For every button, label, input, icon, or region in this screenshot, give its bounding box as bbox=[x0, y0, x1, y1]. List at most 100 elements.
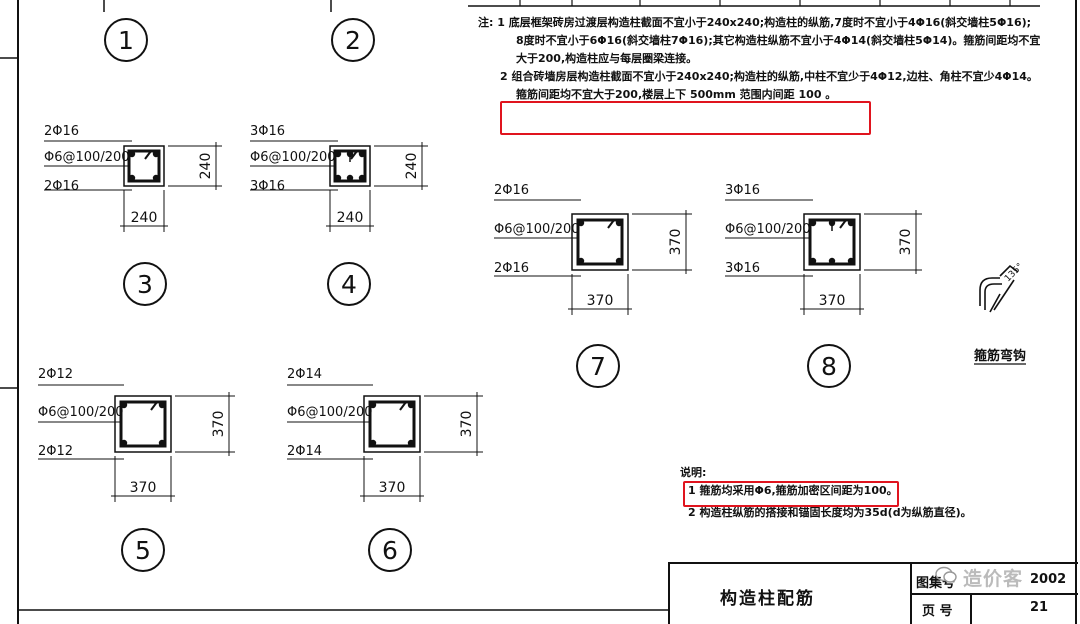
rebar-dot bbox=[407, 401, 415, 409]
stirrup-label: Φ6@100/200 bbox=[725, 222, 811, 237]
column-outline bbox=[571, 213, 629, 271]
detail-number: 5 bbox=[135, 536, 151, 565]
rebar-dot bbox=[615, 219, 623, 227]
watermark-text: 造价客 bbox=[963, 568, 1024, 590]
rebar-dot bbox=[577, 257, 585, 265]
rebar-dot bbox=[358, 150, 366, 158]
bottom-bars-label: 2Φ16 bbox=[44, 179, 79, 194]
width-dimension: 240 bbox=[131, 210, 158, 226]
bottom-bars-label: 2Φ16 bbox=[494, 261, 529, 276]
detail-number-circle bbox=[331, 18, 375, 62]
top-bars-label: 2Φ16 bbox=[494, 183, 529, 198]
stirrup-label: Φ6@100/200 bbox=[287, 405, 373, 420]
note-line: 大于200,构造柱应与每层圈梁连接。 bbox=[516, 52, 698, 65]
title-block: 构造柱配筋 图集号 2002 页 号 21 bbox=[668, 562, 1078, 624]
rebar-dot bbox=[158, 439, 166, 447]
note-line: 2 构造柱纵筋的搭接和锚固长度均为35d(d为纵筋直径)。 bbox=[688, 506, 972, 519]
note-line: 2 组合砖墙房层构造柱截面不宜小于240x240;构造柱的纵筋,中柱不宜少于4Φ… bbox=[500, 70, 1038, 83]
note-line: 箍筋间距均不宜大于200,楼层上下 500mm 范围内间距 100 。 bbox=[516, 88, 837, 101]
detail-number: 8 bbox=[821, 352, 837, 381]
title-block-divider bbox=[910, 593, 1078, 595]
stirrup bbox=[119, 400, 167, 448]
highlight-box-note-2 bbox=[500, 101, 871, 135]
drawing-title: 构造柱配筋 bbox=[720, 589, 815, 609]
rebar-dot bbox=[809, 257, 817, 265]
detail-number: 1 bbox=[118, 26, 134, 55]
stirrup-label: Φ6@100/200 bbox=[44, 150, 130, 165]
width-dimension: 240 bbox=[337, 210, 364, 226]
rebar-dot bbox=[369, 401, 377, 409]
bottom-bars-label: 2Φ14 bbox=[287, 444, 322, 459]
rebar-dot bbox=[128, 150, 136, 158]
notes-bottom: 说明: 1 箍筋均采用Φ6,箍筋加密区间距为100。 2 构造柱纵筋的搭接和锚固… bbox=[680, 464, 972, 522]
detail-number: 4 bbox=[341, 270, 357, 299]
width-dimension: 370 bbox=[130, 480, 157, 496]
column-outline bbox=[363, 395, 421, 453]
top-bars-label: 2Φ12 bbox=[38, 367, 73, 382]
width-dimension: 370 bbox=[379, 480, 406, 496]
page-label: 页 号 bbox=[922, 604, 953, 619]
chat-bubble-icon bbox=[935, 566, 957, 583]
top-table-cell-lines bbox=[519, 0, 1011, 6]
width-dimension: 370 bbox=[587, 293, 614, 309]
watermark: 造价客 bbox=[935, 562, 1075, 590]
note-line: 1 箍筋均采用Φ6,箍筋加密区间距为100。 bbox=[688, 484, 898, 497]
detail-number: 7 bbox=[590, 352, 606, 381]
detail-number-circle bbox=[104, 18, 148, 62]
note-line: 8度时不宜小于6Φ16(斜交墙柱7Φ16);其它构造柱纵筋不宜小于4Φ14(斜交… bbox=[516, 34, 1041, 47]
bottom-bars-label: 3Φ16 bbox=[250, 179, 285, 194]
notes-bottom-heading: 说明: bbox=[680, 466, 707, 479]
detail-number: 6 bbox=[382, 536, 398, 565]
stirrup-hook bbox=[144, 150, 152, 160]
rebar-dot bbox=[369, 439, 377, 447]
detail-number-circle bbox=[327, 262, 371, 306]
height-dimension: 370 bbox=[668, 229, 684, 256]
detail-number: 2 bbox=[345, 26, 361, 55]
hook-sketch bbox=[979, 264, 1019, 313]
rebar-dot bbox=[128, 174, 136, 182]
height-dimension: 370 bbox=[211, 411, 227, 438]
top-bars-label: 2Φ14 bbox=[287, 367, 322, 382]
stirrup-label: Φ6@100/200 bbox=[494, 222, 580, 237]
height-dimension: 370 bbox=[898, 229, 914, 256]
rebar-dot bbox=[847, 257, 855, 265]
stirrup-label: Φ6@100/200 bbox=[38, 405, 124, 420]
page-number: 21 bbox=[1030, 600, 1049, 615]
bottom-bars-label: 2Φ12 bbox=[38, 444, 73, 459]
rebar-dot bbox=[120, 401, 128, 409]
rebar-dot bbox=[615, 257, 623, 265]
stirrup-hook bbox=[150, 401, 158, 411]
stirrup-hook bbox=[839, 219, 847, 229]
bottom-bars-label: 3Φ16 bbox=[725, 261, 760, 276]
title-block-divider bbox=[970, 594, 972, 624]
note-line: 注: 1 底层框架砖房过渡层构造柱截面不宜小于240x240;构造柱的纵筋,7度… bbox=[478, 16, 1032, 29]
hook-label: 箍筋弯钩 bbox=[974, 348, 1026, 364]
rebar-dot bbox=[152, 150, 160, 158]
rebar-dot bbox=[407, 439, 415, 447]
rebar-dot bbox=[828, 257, 836, 265]
notes-top: 注: 1 底层框架砖房过渡层构造柱截面不宜小于240x240;构造柱的纵筋,7度… bbox=[478, 14, 1040, 104]
stirrup-label: Φ6@100/200 bbox=[250, 150, 336, 165]
rebar-dot bbox=[847, 219, 855, 227]
stirrup bbox=[368, 400, 416, 448]
atlas-number: 2002 bbox=[1030, 572, 1067, 587]
top-bars-label: 3Φ16 bbox=[250, 124, 285, 139]
stirrup-hook bbox=[607, 219, 615, 229]
highlight-box-note-1 bbox=[683, 481, 899, 507]
width-dimension: 370 bbox=[819, 293, 846, 309]
detail-number-circle bbox=[807, 344, 851, 388]
height-dimension: 240 bbox=[198, 153, 214, 180]
stirrup-hook bbox=[399, 401, 407, 411]
top-bars-label: 2Φ16 bbox=[44, 124, 79, 139]
detail-number-circle bbox=[368, 528, 412, 572]
column-outline bbox=[803, 213, 861, 271]
rebar-dot bbox=[358, 174, 366, 182]
detail-number: 3 bbox=[137, 270, 153, 299]
rebar-dot bbox=[334, 150, 342, 158]
column-outline bbox=[114, 395, 172, 453]
